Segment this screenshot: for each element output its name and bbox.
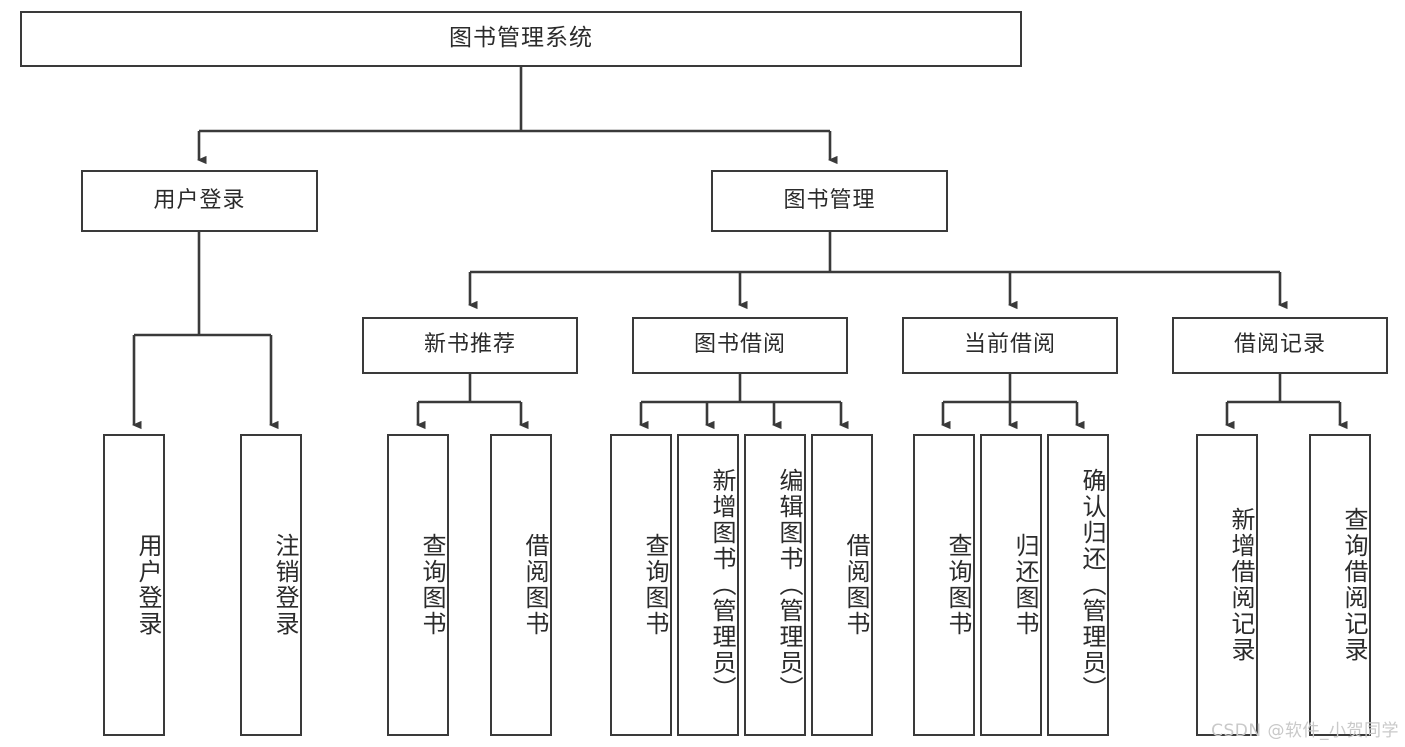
leaf-label: 注销登录: [271, 533, 299, 637]
node-book-management[interactable]: 图书管理: [711, 170, 948, 232]
leaf-current-return-book[interactable]: 归还图书: [980, 434, 1042, 736]
leaf-record-query[interactable]: 查询借阅记录: [1309, 434, 1371, 736]
leaf-label: 新增图书（管理员）: [708, 468, 736, 702]
leaf-current-query-book[interactable]: 查询图书: [913, 434, 975, 736]
leaf-new-book-query[interactable]: 查询图书: [387, 434, 449, 736]
leaf-label: 借阅图书: [842, 533, 870, 637]
node-root-system[interactable]: 图书管理系统: [20, 11, 1022, 67]
leaf-label: 编辑图书（管理员）: [775, 468, 803, 702]
leaf-label: 确认归还（管理员）: [1078, 468, 1106, 702]
leaf-label: 借阅图书: [521, 533, 549, 637]
leaf-record-add[interactable]: 新增借阅记录: [1196, 434, 1258, 736]
node-current-borrow[interactable]: 当前借阅: [902, 317, 1118, 374]
leaf-label: 归还图书: [1011, 533, 1039, 637]
leaf-borrow-edit-book[interactable]: 编辑图书（管理员）: [744, 434, 806, 736]
leaf-label: 查询图书: [641, 533, 669, 637]
leaf-label: 查询图书: [944, 533, 972, 637]
watermark-text: CSDN @软件_小贺同学: [1211, 721, 1399, 741]
leaf-label: 查询图书: [418, 533, 446, 637]
leaf-label: 新增借阅记录: [1227, 507, 1255, 663]
leaf-label: 查询借阅记录: [1340, 507, 1368, 663]
leaf-user-login-login[interactable]: 用户登录: [103, 434, 165, 736]
leaf-current-confirm-return[interactable]: 确认归还（管理员）: [1047, 434, 1109, 736]
leaf-borrow-borrow-book[interactable]: 借阅图书: [811, 434, 873, 736]
node-new-book-recommend[interactable]: 新书推荐: [362, 317, 578, 374]
leaf-borrow-query-book[interactable]: 查询图书: [610, 434, 672, 736]
node-user-login[interactable]: 用户登录: [81, 170, 318, 232]
node-borrow-record[interactable]: 借阅记录: [1172, 317, 1388, 374]
leaf-borrow-add-book[interactable]: 新增图书（管理员）: [677, 434, 739, 736]
leaf-new-book-borrow[interactable]: 借阅图书: [490, 434, 552, 736]
leaf-user-login-logout[interactable]: 注销登录: [240, 434, 302, 736]
node-book-borrow[interactable]: 图书借阅: [632, 317, 848, 374]
leaf-label: 用户登录: [134, 533, 162, 637]
